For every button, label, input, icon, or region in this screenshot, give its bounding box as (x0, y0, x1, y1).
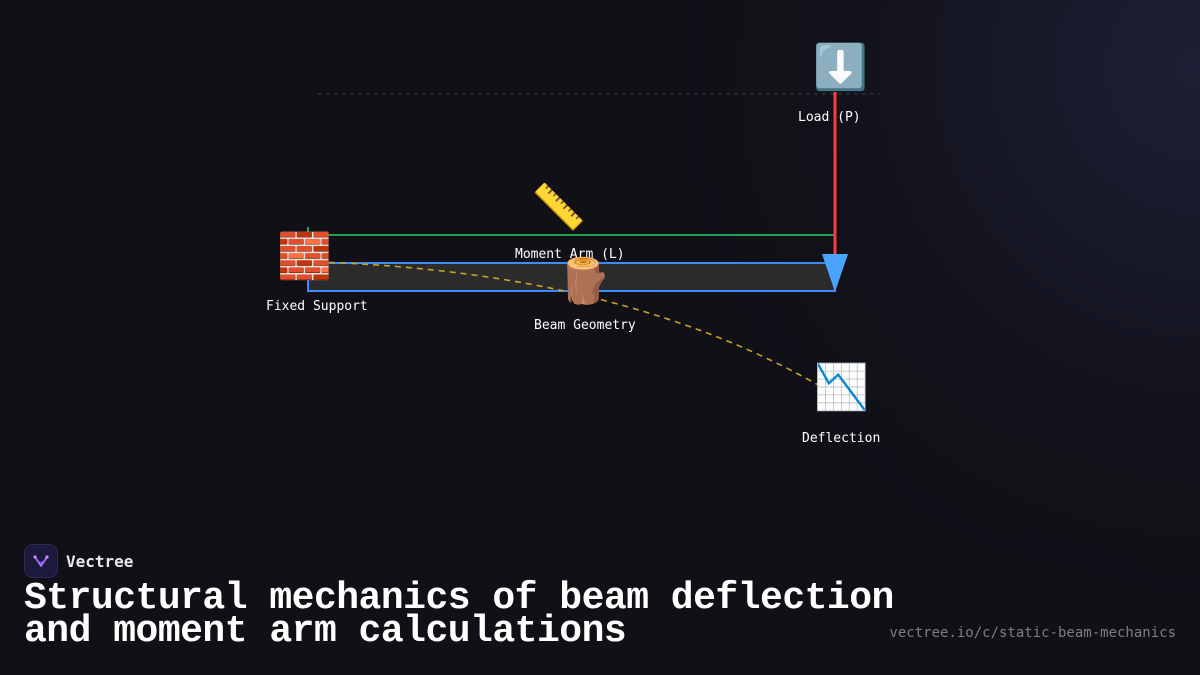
brand-name: Vectree (66, 551, 134, 571)
wood-log-icon: 🪵 (557, 256, 612, 307)
beam-body (307, 262, 836, 292)
chart-decreasing-icon: 📉 (814, 362, 869, 413)
title-line-1: Structural mechanics of beam deflection (24, 577, 894, 620)
source-url[interactable]: vectree.io/c/static-beam-mechanics (889, 625, 1176, 641)
deflection-label: Deflection (802, 431, 881, 446)
load-label: Load (P) (798, 110, 861, 125)
deflection-curve (317, 261, 821, 387)
page-title: Structural mechanics of beam deflection … (24, 580, 894, 651)
ruler-icon: 📏 (531, 182, 586, 233)
moment-arm-label: Moment Arm (L) (515, 247, 625, 262)
title-line-2: and moment arm calculations (24, 610, 627, 653)
beam-geometry-label: Beam Geometry (534, 318, 636, 333)
load-arrowhead (822, 254, 848, 292)
down-arrow-icon: ⬇️ (813, 42, 868, 93)
brick-icon: 🧱 (277, 231, 332, 282)
vectree-logo-icon (24, 544, 58, 578)
fixed-support-label: Fixed Support (266, 299, 368, 314)
brand: Vectree (24, 544, 133, 578)
